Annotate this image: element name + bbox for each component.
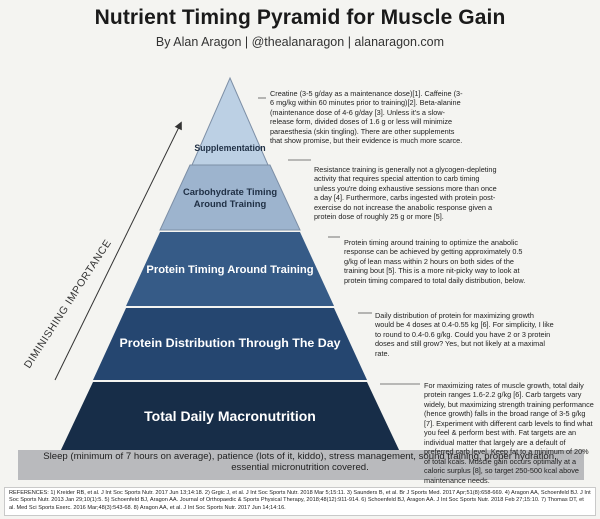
- tier-macronutrition-shape: [60, 382, 400, 452]
- tier-carb-timing-description: Resistance training is generally not a g…: [314, 165, 497, 222]
- tier-supplementation-description: Creatine (3-5 g/day as a maintenance dos…: [270, 89, 463, 146]
- references-box: REFERENCES: 1) Kreider RB, et al. J Int …: [4, 487, 596, 516]
- diminishing-arrow: [54, 121, 182, 381]
- tier-protein-distribution-label: Protein Distribution Through The Day: [119, 336, 341, 350]
- tier-protein-timing-description: Protein timing around training to optimi…: [344, 238, 526, 285]
- tier-macronutrition-description: For maximizing rates of muscle growth, t…: [424, 381, 594, 485]
- connector-lines: [258, 97, 420, 385]
- tier-supplementation-label: Supplementation: [194, 143, 266, 153]
- tier-carb-timing-shape: [159, 164, 301, 231]
- tier-protein-timing-label: Protein Timing Around Training: [146, 264, 314, 276]
- tier-carb-timing-label: Carbohydrate Timing Around Training: [182, 186, 278, 209]
- tier-protein-distribution-shape: [93, 308, 367, 380]
- author-byline: By Alan Aragon | @thealanaragon | alanar…: [155, 35, 445, 49]
- base-foundation-text: Sleep (minimum of 7 hours on average), p…: [43, 451, 557, 474]
- tier-macronutrition-label: Total Daily Macronutrition: [144, 408, 316, 424]
- tier-protein-distribution-description: Daily distribution of protein for maximi…: [375, 311, 554, 358]
- base-foundation-band: [18, 450, 584, 480]
- tier-protein-timing-shape: [126, 232, 334, 306]
- page-title: Nutrient Timing Pyramid for Muscle Gain: [94, 6, 506, 29]
